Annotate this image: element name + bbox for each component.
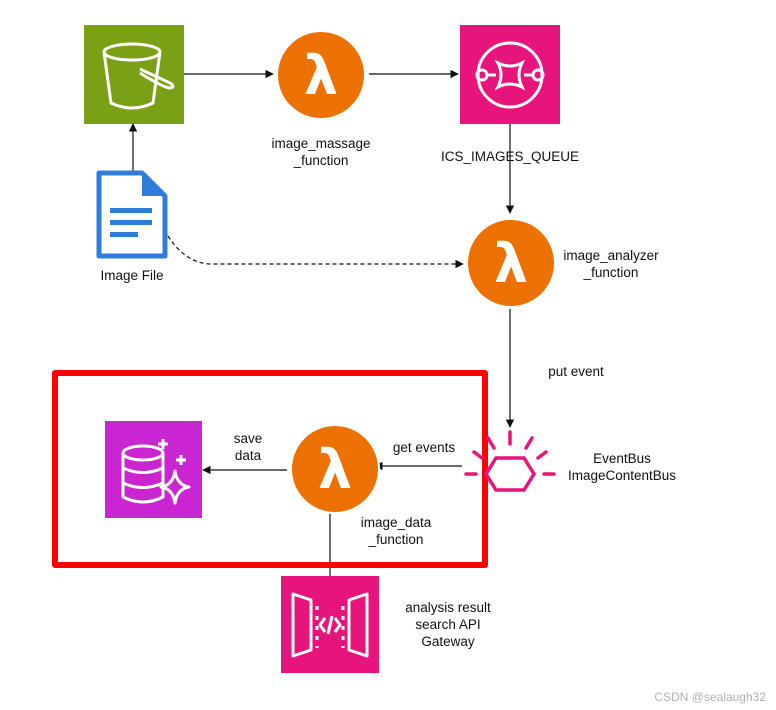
image-analyzer-lambda-node[interactable]: λ: [464, 216, 558, 310]
lambda-icon: λ: [276, 30, 366, 120]
eventbus-node[interactable]: [462, 428, 558, 498]
image-data-lambda-node[interactable]: λ: [288, 422, 382, 516]
api-gateway-label: analysis result search API Gateway: [405, 600, 491, 649]
image-massage-lambda-node[interactable]: λ: [274, 28, 368, 122]
image-file-node[interactable]: [96, 170, 168, 260]
watermark: CSDN @sealaugh32: [654, 690, 766, 704]
lambda-icon: λ: [466, 218, 556, 308]
eventbus-label: EventBus ImageContentBus: [567, 451, 677, 483]
eventbridge-icon: [464, 430, 556, 492]
ics-images-queue-label: ICS_IMAGES_QUEUE: [440, 149, 580, 164]
api-gateway-node[interactable]: [281, 576, 379, 673]
highlight-box: [52, 370, 488, 568]
svg-text:λ: λ: [494, 232, 528, 295]
svg-text:λ: λ: [304, 44, 338, 107]
put-event-label: put event: [548, 364, 604, 379]
image-data-function-label: image_data _function: [360, 515, 432, 547]
api-gateway-icon: [291, 592, 369, 658]
database-node[interactable]: [105, 421, 202, 518]
lambda-icon: λ: [290, 424, 380, 514]
get-events-label: get events: [392, 440, 456, 455]
sqs-queue-icon: [475, 41, 545, 109]
save-data-label: save data: [233, 431, 263, 463]
s3-bucket-icon: [102, 42, 175, 110]
ics-images-queue-node[interactable]: [460, 25, 560, 124]
document-icon: [96, 170, 168, 259]
dashed-arrow-file-to-analyzer: [167, 235, 464, 269]
image-analyzer-function-label: image_analyzer _function: [563, 248, 659, 280]
image-file-label: Image File: [100, 268, 164, 283]
image-massage-function-label: image_massage _function: [271, 136, 371, 168]
database-sparkle-icon: [121, 439, 191, 505]
s3-bucket-node[interactable]: [84, 25, 184, 124]
svg-text:λ: λ: [318, 438, 352, 501]
